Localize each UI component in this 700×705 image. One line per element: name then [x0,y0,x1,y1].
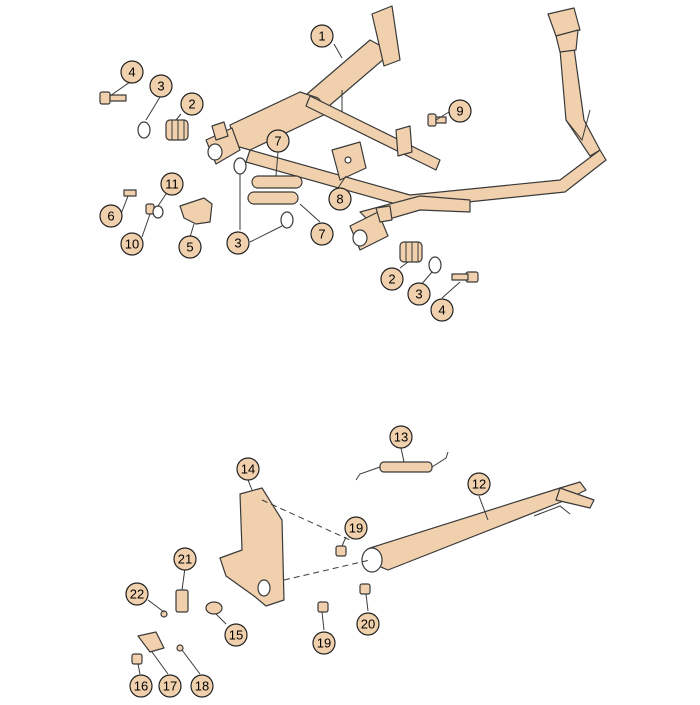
screw-6 [123,189,137,197]
bushing-right [399,241,423,263]
bushing-15 [205,601,223,615]
callout-17: 17 [158,674,182,698]
svg-text:16: 16 [134,679,148,694]
callout-4-lower: 4 [430,298,454,322]
assembly-line-lower [283,559,371,581]
stand-bracket [331,141,367,181]
callout-18: 18 [190,674,214,698]
screw-22 [160,610,168,618]
sensor-bracket [179,197,213,225]
callout-15: 15 [224,623,248,647]
bolt-right [451,271,479,283]
callout-19-upper: 19 [344,516,368,540]
callout-19-lower: 19 [312,631,336,655]
svg-text:3: 3 [415,287,422,302]
sensor-21 [175,589,189,613]
svg-text:22: 22 [130,587,144,602]
callout-13: 13 [389,425,413,449]
svg-text:3: 3 [157,79,164,94]
ball-18 [176,644,184,652]
svg-text:14: 14 [241,462,255,477]
clip-17 [137,631,165,653]
nut-16 [131,653,143,665]
svg-text:6: 6 [107,209,114,224]
callout-4-upper: 4 [120,60,144,84]
svg-text:1: 1 [318,29,325,44]
callout-9: 9 [448,99,472,123]
svg-text:18: 18 [195,679,209,694]
callout-3-right: 3 [407,282,431,306]
svg-text:4: 4 [128,65,135,80]
bushing-left [165,119,189,141]
leader-lines [109,43,489,675]
callout-21: 21 [173,547,197,571]
svg-text:4: 4 [438,303,445,318]
svg-text:11: 11 [165,177,179,192]
washer-11 [152,205,164,219]
callout-10: 10 [120,232,144,256]
callout-2-left: 2 [180,92,204,116]
assembly-line-upper [261,499,351,541]
svg-text:8: 8 [336,192,343,207]
svg-text:3: 3 [234,236,241,251]
bolt-left [99,91,127,105]
o-ring-left [137,121,151,139]
side-stand-spring [355,451,449,481]
callout-22: 22 [125,582,149,606]
callout-2-right: 2 [380,267,404,291]
svg-text:7: 7 [318,227,325,242]
svg-text:19: 19 [349,521,363,536]
callout-3-upper-left: 3 [149,74,173,98]
svg-text:21: 21 [178,552,192,567]
svg-text:15: 15 [229,628,243,643]
kickstand [361,481,595,573]
callout-14: 14 [236,457,260,481]
svg-text:5: 5 [186,240,193,255]
o-ring-middle-upper [233,157,247,175]
svg-text:7: 7 [274,134,281,149]
screw-19-lower [317,601,329,613]
svg-text:17: 17 [163,679,177,694]
callout-12: 12 [467,472,491,496]
callout-8: 8 [328,187,352,211]
svg-text:13: 13 [394,430,408,445]
callout-7-upper: 7 [266,129,290,153]
svg-text:10: 10 [125,237,139,252]
svg-text:2: 2 [188,97,195,112]
center-stand [205,5,607,251]
svg-text:20: 20 [361,617,375,632]
callout-3-middle: 3 [226,231,250,255]
svg-text:9: 9 [456,104,463,119]
springs [247,175,303,205]
callout-6: 6 [99,204,123,228]
callout-1: 1 [310,24,334,48]
callout-7-lower: 7 [310,222,334,246]
callout-5: 5 [178,235,202,259]
screw-19-upper [335,545,347,557]
callout-11: 11 [160,172,184,196]
callout-16: 16 [129,674,153,698]
svg-text:12: 12 [472,477,486,492]
callout-20: 20 [356,612,380,636]
o-ring-middle-lower [280,211,294,229]
svg-text:19: 19 [317,636,331,651]
o-ring-right [428,256,442,274]
screw-20 [359,583,371,595]
svg-text:2: 2 [388,272,395,287]
